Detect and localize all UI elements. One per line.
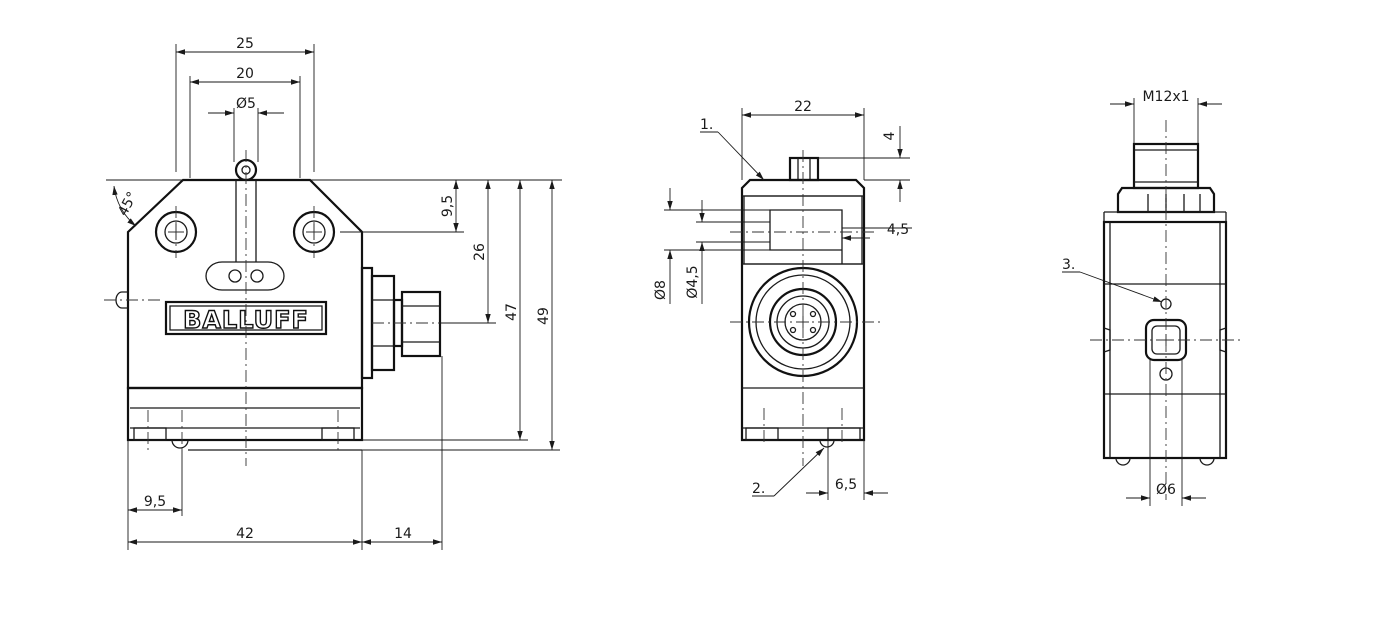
dim-9-5-horizontal: 9,5 (144, 494, 166, 510)
dim-4-5: 4,5 (887, 222, 909, 238)
dim-dia-8: Ø8 (653, 280, 669, 300)
dim-42: 42 (236, 526, 254, 542)
side-body (740, 178, 866, 442)
dim-25: 25 (236, 36, 254, 52)
dim-14: 14 (394, 526, 412, 542)
dim-4: 4 (882, 131, 898, 140)
dim-9-5-vertical: 9,5 (440, 195, 456, 217)
callout-1: 1. (700, 117, 713, 133)
switch-base (126, 386, 364, 442)
plunger-slot (235, 180, 257, 262)
dim-dia-6: Ø6 (1156, 482, 1176, 498)
dim-47: 47 (504, 303, 520, 321)
front-view: BALLUFF 25 20 (104, 36, 562, 550)
balluff-logo: BALLUFF (183, 306, 309, 334)
dim-45deg: 45° (115, 189, 141, 218)
dim-dia-5: Ø5 (236, 96, 256, 112)
dim-20: 20 (236, 66, 254, 82)
callout-3: 3. (1062, 257, 1075, 273)
switch-head (126, 178, 364, 390)
dim-thread-m12x1: M12x1 (1142, 89, 1189, 105)
dim-22: 22 (794, 99, 812, 115)
callout-2: 2. (752, 481, 765, 497)
side-view: 22 4 4,5 Ø8 Ø4,5 1. 2. 6, (653, 99, 912, 500)
dim-26: 26 (472, 243, 488, 261)
dim-49: 49 (536, 307, 552, 325)
end-view: M12x1 3. Ø6 (1062, 89, 1240, 506)
dim-dia-4-5: Ø4,5 (685, 265, 701, 298)
hatched-section (743, 195, 863, 265)
dim-6-5: 6,5 (835, 477, 857, 493)
